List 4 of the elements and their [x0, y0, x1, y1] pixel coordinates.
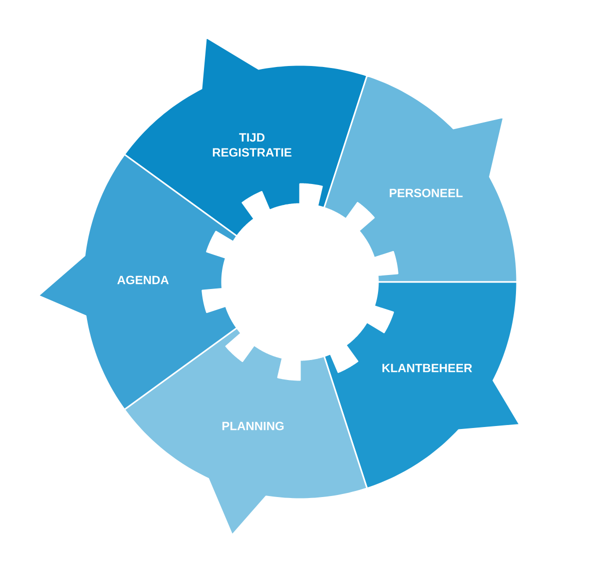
- cycle-segment: KLANTBEHEER: [323, 281, 520, 490]
- cycle-segment: PERSONEEL: [323, 74, 518, 283]
- cycle-segment: TIJD REGISTRATIE: [124, 36, 368, 237]
- cycle-segment: PLANNING: [124, 327, 368, 536]
